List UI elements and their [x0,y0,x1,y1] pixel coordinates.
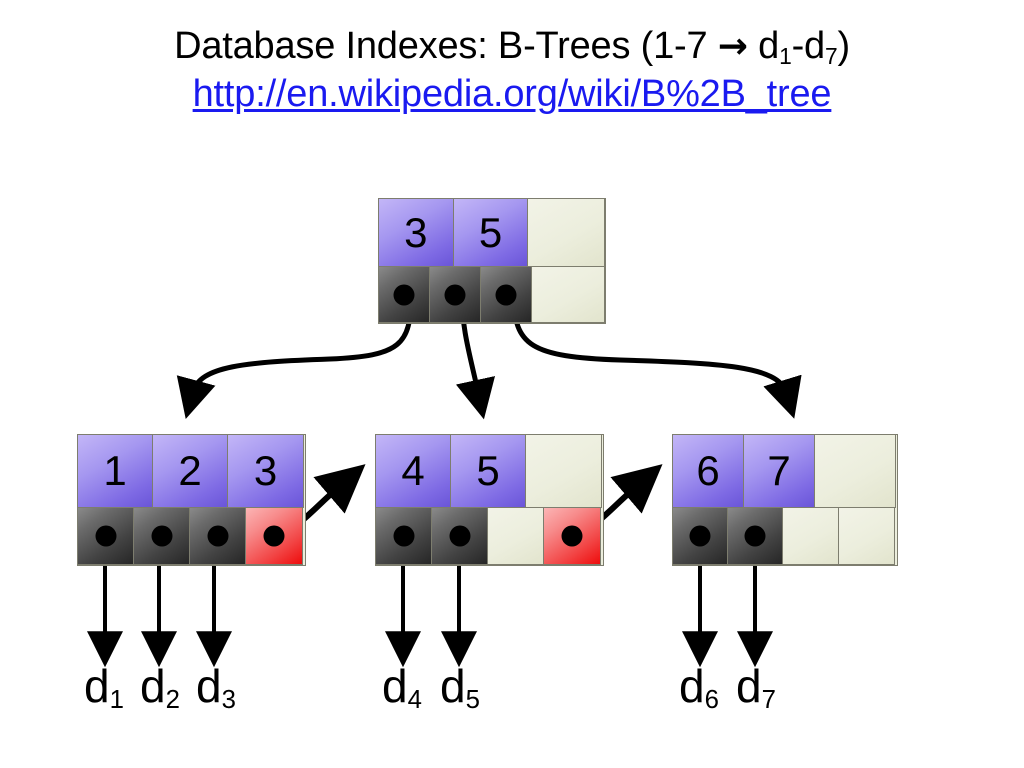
d2-sub: 2 [165,685,180,714]
root-pointer-cell-3[interactable] [480,266,532,323]
leaf-3-key-label-2: 7 [767,447,791,494]
leaf-1-pointer-cell-2[interactable] [133,507,190,565]
root-pointer-row [378,266,605,323]
leaf-1-key-cell-2[interactable]: 2 [152,434,228,508]
leaf-node-2[interactable]: 4 5 [375,434,604,566]
leaf-node-1[interactable]: 1 2 3 [77,434,306,566]
leaf-2-key-row: 4 5 [375,434,603,508]
d1-base: d [84,660,110,712]
leaf-2-pointer-cell-3-empty[interactable] [487,507,544,565]
pointer-dot-icon [444,284,466,305]
leaf-2-key-cell-2[interactable]: 5 [450,434,526,508]
pointer-dot-icon [744,525,766,547]
leaf-3-pointer-cell-1[interactable] [672,507,728,565]
d2-base: d [140,660,166,712]
leaf-3-key-cell-1[interactable]: 6 [672,434,744,508]
leaf-1-next-pointer-cell[interactable] [245,507,303,565]
d3-base: d [196,660,222,712]
pointer-dot-icon [495,284,517,305]
title-dash: -d [791,25,826,67]
d6-sub: 6 [704,685,719,714]
leaf-3-pointer-row [672,507,897,565]
leaf-2-pointer-cell-1[interactable] [375,507,432,565]
leaf-2-next-pointer-cell[interactable] [543,507,601,565]
leaf-2-pointer-cell-2[interactable] [431,507,488,565]
title-suffix: ) [837,25,850,67]
data-record-label-d3: d3 [196,660,236,713]
next-pointer-dot-icon [561,525,583,547]
root-key-cell-3-empty[interactable] [527,198,605,267]
leaf-2-key-cell-1[interactable]: 4 [375,434,451,508]
data-record-label-d1: d1 [84,660,124,713]
wikipedia-link[interactable]: http://en.wikipedia.org/wiki/B%2B_tree [192,73,832,116]
root-key-label-2: 5 [478,208,503,256]
d7-base: d [736,660,762,712]
d6-base: d [679,660,705,712]
root-key-cell-2[interactable]: 5 [452,198,529,267]
pointer-dot-icon [393,284,415,305]
pointer-dot-icon [689,525,711,547]
root-pointer-cell-1[interactable] [378,266,430,323]
title-sub-from: 1 [779,42,792,69]
leaf-1-pointer-cell-1[interactable] [77,507,134,565]
d1-sub: 1 [109,685,124,714]
root-key-row: 3 5 [378,198,605,267]
leaf-1-key-label-1: 1 [103,447,127,494]
d4-base: d [382,660,408,712]
leaf-1-pointer-row [77,507,305,565]
leaf-3-key-row: 6 7 [672,434,897,508]
title-sub-to: 7 [824,42,838,69]
leaf-1-key-label-3: 3 [253,447,278,494]
root-pointer-cell-2[interactable] [429,266,481,323]
leaf-1-key-row: 1 2 3 [77,434,305,508]
leaf-node-3[interactable]: 6 7 [672,434,898,566]
data-record-label-d4: d4 [382,660,422,713]
pointer-dot-icon [393,525,414,547]
leaf-2-key-cell-3-empty[interactable] [525,434,602,508]
d7-sub: 7 [761,685,776,714]
pointer-dot-icon [207,525,228,547]
d5-base: d [440,660,466,712]
d5-sub: 5 [465,685,480,714]
leaf-3-key-cell-2[interactable]: 7 [743,434,815,508]
data-record-label-d5: d5 [440,660,480,713]
right-arrow-icon: → [717,25,748,67]
data-record-label-d2: d2 [140,660,180,713]
leaf-3-pointer-cell-4-empty[interactable] [838,507,895,565]
d4-sub: 4 [407,685,422,714]
pointer-dot-icon [449,525,470,547]
title-prefix: Database Indexes: B-Trees (1-7 [174,25,718,67]
root-key-cell-1[interactable]: 3 [378,198,454,267]
leaf-3-pointer-cell-2[interactable] [727,507,783,565]
leaf-2-pointer-row [375,507,603,565]
leaf-1-pointer-cell-3[interactable] [189,507,246,565]
title-mid: d [747,25,780,67]
leaf-1-key-label-2: 2 [178,447,202,494]
root-key-label-1: 3 [404,208,428,256]
root-pointer-cell-4-empty[interactable] [531,266,605,323]
data-record-label-d6: d6 [679,660,719,713]
next-pointer-dot-icon [263,525,285,547]
pointer-dot-icon [95,525,116,547]
leaf-3-pointer-cell-3-empty[interactable] [782,507,839,565]
root-node[interactable]: 3 5 [378,198,606,324]
title-block: Database Indexes: B-Trees (1-7 → d1-d7) … [0,26,1024,115]
leaf-3-key-label-1: 6 [696,447,720,494]
leaf-2-key-label-1: 4 [401,447,425,494]
leaf-1-key-cell-3[interactable]: 3 [227,434,304,508]
pointer-dot-icon [151,525,172,547]
d3-sub: 3 [221,685,236,714]
data-record-label-d7: d7 [736,660,776,713]
leaf-3-key-cell-3-empty[interactable] [814,434,896,508]
page-title: Database Indexes: B-Trees (1-7 → d1-d7) [0,25,1024,69]
leaf-1-key-cell-1[interactable]: 1 [77,434,153,508]
leaf-2-key-label-2: 5 [476,447,500,494]
